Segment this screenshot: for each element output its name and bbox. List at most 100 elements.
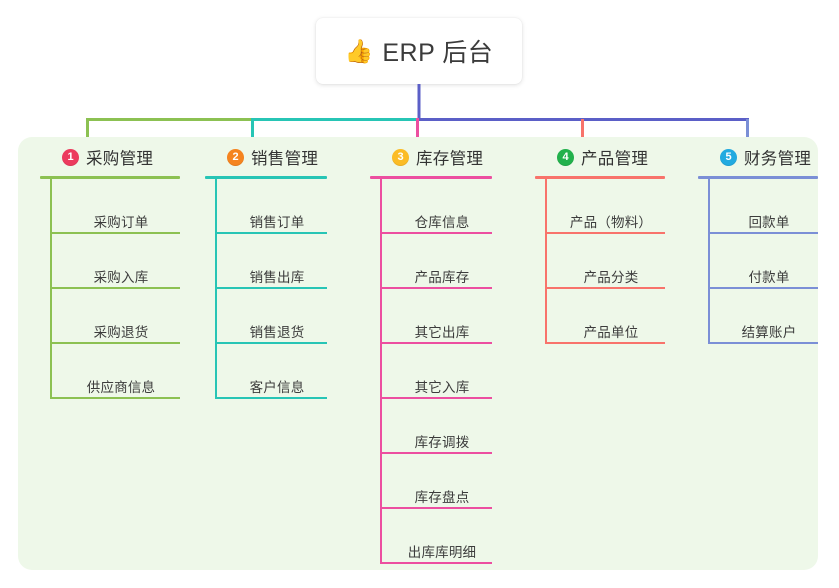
leaf-item-rule xyxy=(720,287,818,289)
leaf-item-rule xyxy=(227,397,327,399)
leaf-item[interactable]: 产品（物料） xyxy=(545,179,665,234)
leaf-item[interactable]: 销售订单 xyxy=(215,179,327,234)
column-items: 销售订单销售出库销售退货客户信息 xyxy=(205,179,327,399)
leaf-item-label: 采购订单 xyxy=(93,215,149,230)
leaf-item-rule xyxy=(392,287,492,289)
leaf-item[interactable]: 结算账户 xyxy=(708,289,818,344)
leaf-item-connector xyxy=(380,397,392,399)
leaf-item-connector xyxy=(215,342,227,344)
leaf-item-connector xyxy=(708,232,720,234)
leaf-item[interactable]: 采购订单 xyxy=(50,179,180,234)
leaf-item-rule xyxy=(392,342,492,344)
leaf-item-connector xyxy=(380,342,392,344)
leaf-item-rule xyxy=(392,452,492,454)
leaf-item-label: 采购退货 xyxy=(93,325,149,340)
leaf-item[interactable]: 销售出库 xyxy=(215,234,327,289)
leaf-item-connector xyxy=(50,342,62,344)
leaf-item-label: 付款单 xyxy=(748,270,790,285)
column-title: 销售管理 xyxy=(251,150,319,168)
leaf-item-connector xyxy=(215,232,227,234)
leaf-item[interactable]: 其它入库 xyxy=(380,344,492,399)
leaf-item-label: 产品分类 xyxy=(583,270,639,285)
leaf-item-connector xyxy=(545,342,557,344)
column-header-2[interactable]: 2 销售管理 xyxy=(205,144,327,170)
leaf-item[interactable]: 其它出库 xyxy=(380,289,492,344)
column-header-3[interactable]: 3 库存管理 xyxy=(370,144,492,170)
leaf-item[interactable]: 库存调拨 xyxy=(380,399,492,454)
leaf-item-label: 回款单 xyxy=(748,215,790,230)
leaf-item-connector xyxy=(545,287,557,289)
column-spine xyxy=(380,179,382,564)
thumbs-up-icon: 👍 xyxy=(344,37,374,64)
leaf-item[interactable]: 回款单 xyxy=(708,179,818,234)
leaf-item-connector xyxy=(50,397,62,399)
leaf-item-label: 出库库明细 xyxy=(407,545,477,560)
column-number-badge: 5 xyxy=(720,148,737,166)
leaf-item-label: 库存盘点 xyxy=(414,490,470,505)
column-2: 2 销售管理销售订单销售出库销售退货客户信息 xyxy=(205,144,327,399)
leaf-item[interactable]: 出库库明细 xyxy=(380,509,492,564)
column-header-rule xyxy=(40,176,180,179)
leaf-item-rule xyxy=(392,562,492,564)
leaf-item-rule xyxy=(557,232,665,234)
leaf-item-label: 产品库存 xyxy=(414,270,470,285)
column-3: 3 库存管理仓库信息产品库存其它出库其它入库库存调拨库存盘点出库库明细 xyxy=(370,144,492,564)
leaf-item-connector xyxy=(380,232,392,234)
column-items: 采购订单采购入库采购退货供应商信息 xyxy=(40,179,180,399)
leaf-item-label: 客户信息 xyxy=(249,380,305,395)
leaf-item[interactable]: 供应商信息 xyxy=(50,344,180,399)
leaf-item[interactable]: 销售退货 xyxy=(215,289,327,344)
leaf-item[interactable]: 付款单 xyxy=(708,234,818,289)
column-header-rule xyxy=(698,176,818,179)
leaf-item-connector xyxy=(545,232,557,234)
column-spine xyxy=(50,179,52,399)
leaf-item-connector xyxy=(215,287,227,289)
leaf-item-rule xyxy=(227,232,327,234)
leaf-item[interactable]: 产品分类 xyxy=(545,234,665,289)
leaf-item[interactable]: 采购入库 xyxy=(50,234,180,289)
leaf-item-label: 销售订单 xyxy=(249,215,305,230)
leaf-item-label: 其它入库 xyxy=(414,380,470,395)
leaf-item-rule xyxy=(392,507,492,509)
leaf-item-connector xyxy=(50,287,62,289)
leaf-item-label: 产品（物料） xyxy=(569,215,653,230)
leaf-item-connector xyxy=(380,452,392,454)
leaf-item-rule xyxy=(720,342,818,344)
leaf-item[interactable]: 产品单位 xyxy=(545,289,665,344)
leaf-item-connector xyxy=(380,287,392,289)
column-header-rule xyxy=(370,176,492,179)
leaf-item-label: 其它出库 xyxy=(414,325,470,340)
leaf-item[interactable]: 仓库信息 xyxy=(380,179,492,234)
column-number-badge: 2 xyxy=(227,148,244,166)
leaf-item[interactable]: 库存盘点 xyxy=(380,454,492,509)
leaf-item-label: 仓库信息 xyxy=(414,215,470,230)
leaf-item-connector xyxy=(380,507,392,509)
column-number-badge: 3 xyxy=(392,148,409,166)
column-items: 仓库信息产品库存其它出库其它入库库存调拨库存盘点出库库明细 xyxy=(370,179,492,564)
leaf-item-rule xyxy=(557,342,665,344)
leaf-item-connector xyxy=(708,342,720,344)
leaf-item[interactable]: 客户信息 xyxy=(215,344,327,399)
column-title: 产品管理 xyxy=(581,150,649,168)
leaf-item[interactable]: 产品库存 xyxy=(380,234,492,289)
column-header-rule xyxy=(205,176,327,179)
root-node-card[interactable]: 👍 ERP 后台 xyxy=(316,18,522,84)
leaf-item-rule xyxy=(392,232,492,234)
leaf-item-rule xyxy=(62,342,180,344)
leaf-item-rule xyxy=(557,287,665,289)
column-title: 采购管理 xyxy=(86,150,154,168)
leaf-item-label: 采购入库 xyxy=(93,270,149,285)
leaf-item[interactable]: 采购退货 xyxy=(50,289,180,344)
leaf-item-rule xyxy=(392,397,492,399)
leaf-item-connector xyxy=(215,397,227,399)
leaf-item-rule xyxy=(227,287,327,289)
leaf-item-label: 产品单位 xyxy=(583,325,639,340)
column-items: 产品（物料） 产品分类产品单位 xyxy=(535,179,665,344)
column-title: 库存管理 xyxy=(416,150,484,168)
